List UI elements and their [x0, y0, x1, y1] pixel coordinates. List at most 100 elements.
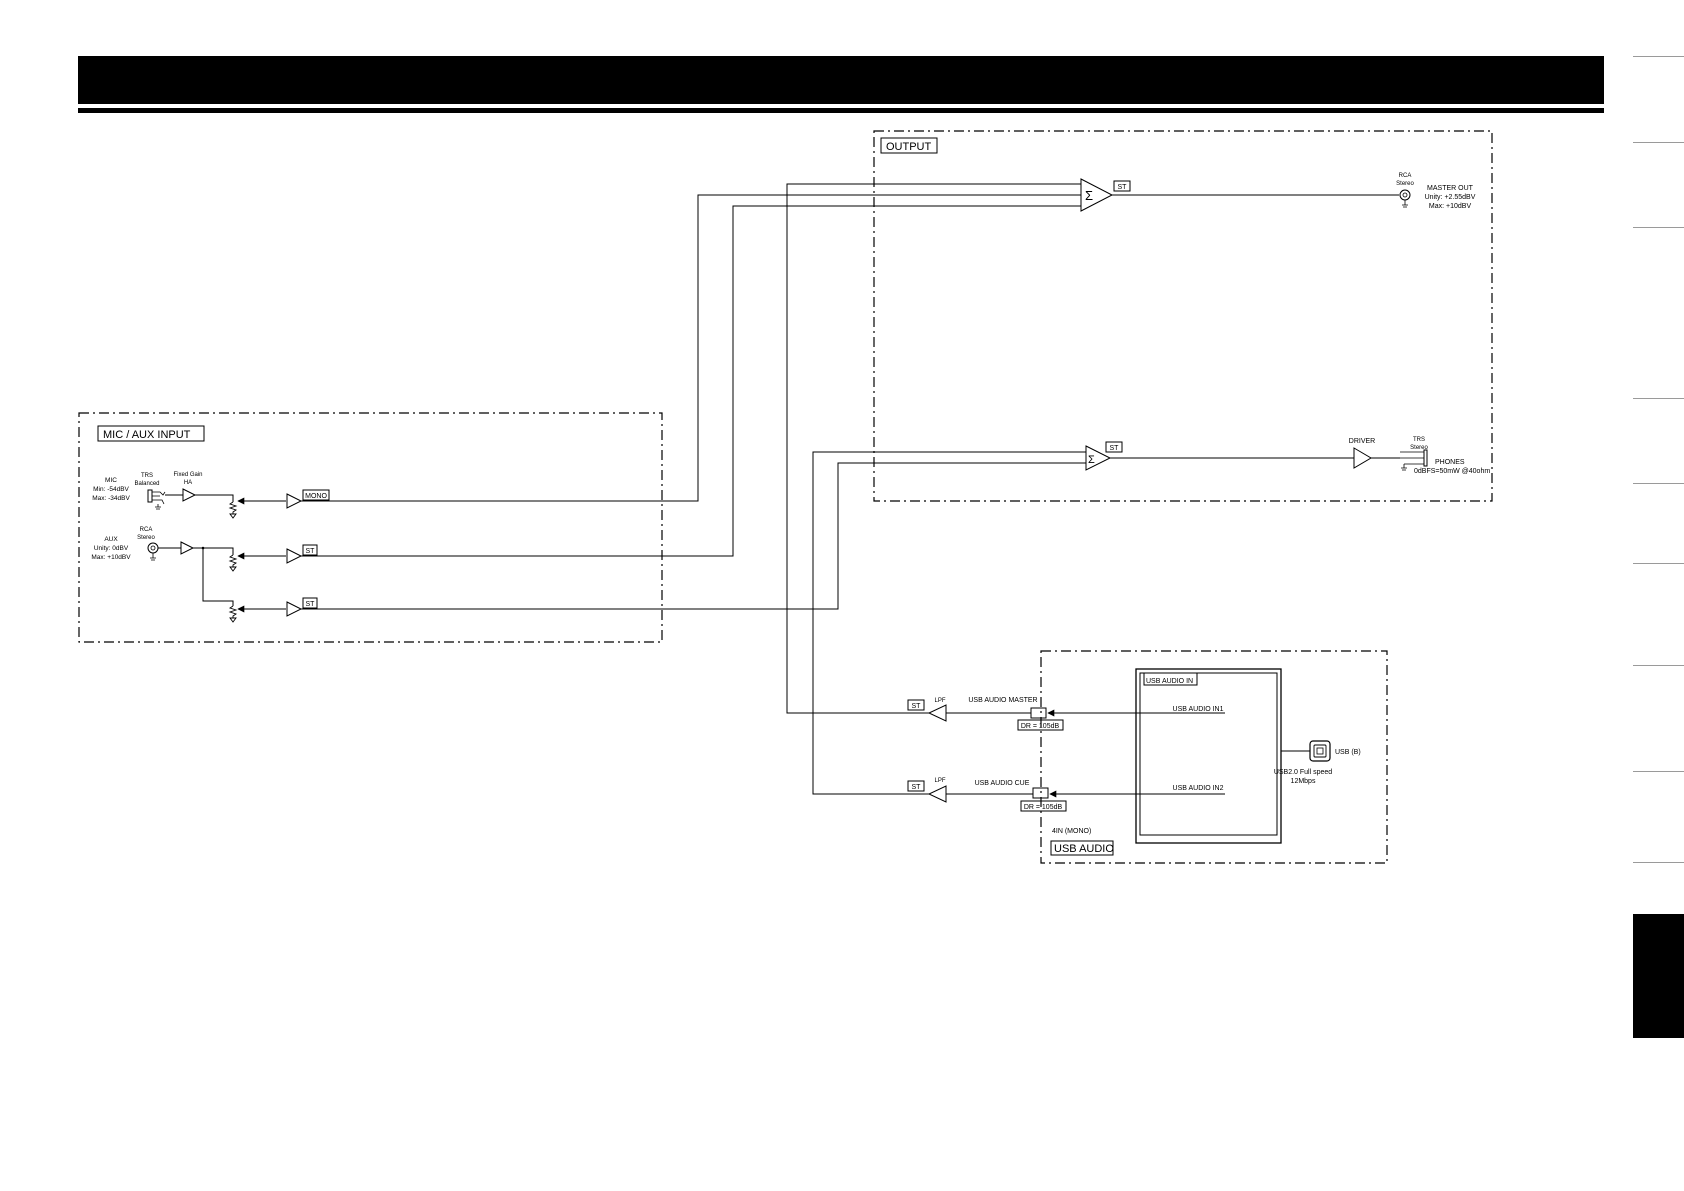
section-tab-7[interactable]	[1633, 665, 1684, 771]
usb-cue-tag: ST	[912, 784, 922, 791]
cue-sum-icon	[1085, 445, 1112, 471]
usb-master-lpf-label: LPF	[934, 698, 945, 704]
usb-cue-tag-box	[907, 780, 925, 792]
usb-master-tag: ST	[912, 703, 922, 710]
mic-name: MIC	[105, 477, 117, 484]
usb-audio-label-box	[1050, 840, 1114, 856]
aux-name: AUX	[104, 536, 118, 543]
rca-jack-icon	[147, 542, 159, 561]
aux-split-node	[201, 546, 205, 550]
master-sum-icon	[1080, 178, 1114, 212]
usb-cue-lpf-label: LPF	[934, 778, 945, 784]
usb-master-tag-box	[907, 699, 925, 711]
master-sum-symbol: Σ	[1085, 188, 1093, 203]
usb-audio-label: USB AUDIO	[1054, 843, 1114, 855]
usb-audio-section: USB AUDIO USB AUDIO IN	[1040, 650, 1388, 864]
aux-jack-type: RCA	[140, 527, 153, 533]
mic-aux-input-label-box	[97, 425, 205, 442]
aux-max-level: Max: +10dBV	[91, 554, 131, 561]
usb-b-port-icon	[1309, 740, 1331, 762]
aux-master-buffer-icon	[286, 548, 303, 564]
aux-unity-level: Unity: 0dBV	[94, 545, 129, 552]
usb-cue-label: USB AUDIO CUE	[975, 780, 1030, 787]
phones-jack-icon	[1400, 449, 1428, 471]
mic-preamp-icon	[182, 488, 197, 502]
aux-to-master-wire	[301, 205, 1081, 557]
usb-audio-in-inner-box	[1139, 672, 1278, 836]
usb-audio-in-label: USB AUDIO IN	[1146, 678, 1193, 685]
cue-tag: ST	[1110, 445, 1120, 452]
mic-jack-subtype: Balanced	[134, 481, 159, 487]
output-frame	[873, 130, 1493, 502]
usb-channels-label: 4IN (MONO)	[1052, 828, 1091, 835]
phones-jack-subtype: Stereo	[1410, 445, 1428, 451]
usb-master-to-sum-wire	[786, 183, 1081, 714]
usb-in1-label: USB AUDIO IN1	[1173, 706, 1224, 713]
usb-cue-dr: DR = 105dB	[1024, 804, 1063, 811]
aux-master-tag: ST	[306, 548, 316, 555]
mic-mono-tag: MONO	[305, 493, 327, 500]
output-label: OUTPUT	[886, 141, 932, 153]
usb-cue-converter-icon	[1032, 787, 1049, 799]
trs-jack-icon	[147, 489, 166, 510]
aux-master-tag-box	[302, 544, 318, 556]
aux-cue-buffer-icon	[286, 601, 303, 617]
master-jack-type: RCA	[1399, 173, 1412, 179]
mic-to-master-wire	[301, 194, 1081, 502]
master-jack-subtype: Stereo	[1396, 181, 1414, 187]
usb-port-label: USB (B)	[1335, 749, 1361, 756]
section-tab-3[interactable]	[1633, 227, 1684, 398]
driver-label: DRIVER	[1349, 438, 1375, 445]
master-tag-box	[1113, 180, 1131, 192]
usb-master-dr-box	[1017, 719, 1064, 731]
mic-wire-1	[165, 494, 234, 502]
master-tag: ST	[1118, 184, 1128, 191]
aux-wire-1	[158, 547, 234, 606]
usb-audio-in-label-box	[1143, 672, 1198, 686]
section-tab-5[interactable]	[1633, 483, 1684, 563]
usb-audio-chain: ST LPF USB AUDIO MASTER DR = 105dB USB A…	[907, 697, 1361, 835]
mic-preamp-line2: HA	[184, 480, 192, 486]
section-tab-2[interactable]	[1633, 142, 1684, 227]
output-section: OUTPUT	[873, 130, 1493, 502]
mic-min-level: Min: -54dBV	[93, 486, 129, 493]
usb-cue-to-sum-wire	[812, 451, 1086, 795]
mic-aux-input-frame	[78, 412, 663, 643]
mic-max-level: Max: -34dBV	[92, 495, 130, 502]
aux-cue-fader-icon	[228, 605, 238, 623]
mic-aux-input-label: MIC / AUX INPUT	[103, 429, 191, 441]
usb-audio-frame	[1040, 650, 1388, 864]
usb-cue-dr-box	[1020, 800, 1067, 812]
master-rca-jack-icon	[1399, 189, 1411, 208]
usb-cue-lpf-icon	[927, 785, 947, 803]
usb-audio-in-outer-box	[1135, 668, 1282, 844]
driver-amp-icon	[1353, 447, 1372, 469]
aux-master-fader-icon	[228, 554, 238, 572]
mic-channel: MIC Min: -54dBV Max: -34dBV TRS Balanced…	[92, 472, 330, 519]
cue-sum-symbol: Σ	[1088, 454, 1095, 466]
section-tab-10-active[interactable]	[1633, 914, 1684, 1038]
mic-fader-icon	[228, 501, 238, 519]
section-tab-8[interactable]	[1633, 771, 1684, 862]
section-tab-6[interactable]	[1633, 563, 1684, 665]
section-tab-9[interactable]	[1633, 862, 1684, 914]
phones-level: 0dBFS=50mW @40ohm	[1414, 468, 1490, 475]
routing-wires	[301, 183, 1086, 795]
section-tab-4[interactable]	[1633, 398, 1684, 483]
usb-master-dr: DR = 105dB	[1021, 723, 1060, 730]
phones-label: PHONES	[1435, 459, 1465, 466]
master-out-label: MASTER OUT	[1427, 185, 1474, 192]
section-tab-1[interactable]	[1633, 56, 1684, 142]
usb-in2-label: USB AUDIO IN2	[1173, 785, 1224, 792]
aux-channel: AUX Unity: 0dBV Max: +10dBV RCA Stereo S…	[91, 527, 318, 623]
header-rule	[78, 108, 1604, 113]
phones-jack-type: TRS	[1413, 437, 1425, 443]
aux-preamp-icon	[180, 541, 195, 555]
master-output: Σ ST RCA Stereo MASTER OUT Unity: +2.55d…	[1080, 173, 1476, 212]
aux-cue-tag-box	[302, 597, 318, 609]
master-unity-level: Unity: +2.55dBV	[1425, 194, 1476, 201]
usb-master-converter-icon	[1030, 707, 1047, 719]
output-label-box	[880, 137, 938, 154]
mic-buffer-icon	[286, 493, 303, 509]
